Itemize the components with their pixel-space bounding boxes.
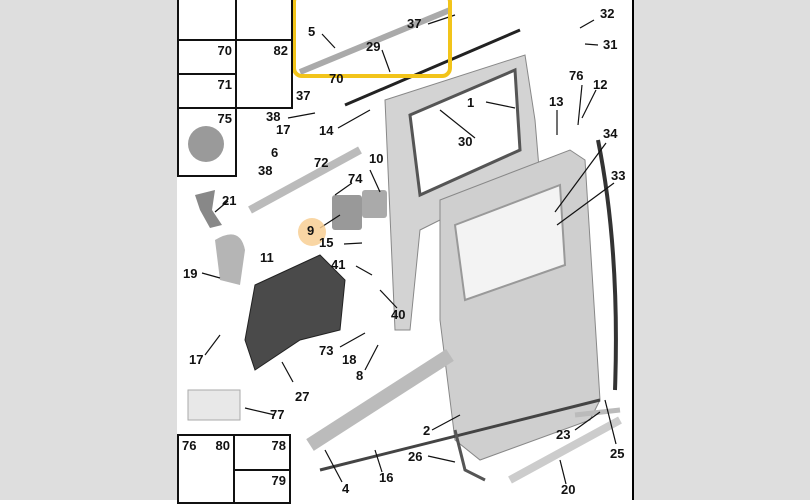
part-box-label: 78 bbox=[271, 438, 286, 453]
part-box-label: 70 bbox=[217, 43, 232, 58]
callout-74[interactable]: 74 bbox=[348, 171, 363, 186]
callout-70[interactable]: 70 bbox=[329, 71, 344, 86]
callout-37[interactable]: 37 bbox=[296, 88, 311, 103]
callout-18[interactable]: 18 bbox=[342, 352, 357, 367]
right-margin bbox=[632, 0, 810, 500]
callout-26[interactable]: 26 bbox=[408, 449, 423, 464]
callout-11[interactable]: 11 bbox=[260, 250, 274, 265]
part-box-82[interactable]: 82 bbox=[235, 39, 293, 109]
callout-6[interactable]: 6 bbox=[271, 145, 279, 160]
callout-72[interactable]: 72 bbox=[314, 155, 329, 170]
part-box-78[interactable]: 78 bbox=[233, 434, 291, 471]
callout-20[interactable]: 20 bbox=[561, 482, 576, 497]
part-box-label: 75 bbox=[217, 111, 232, 126]
callout-23[interactable]: 23 bbox=[556, 427, 571, 442]
rail-5[interactable] bbox=[298, 7, 452, 75]
callout-30[interactable]: 30 bbox=[458, 134, 473, 149]
panel-19[interactable] bbox=[215, 234, 245, 285]
callout-27[interactable]: 27 bbox=[295, 389, 310, 404]
callout-5[interactable]: 5 bbox=[308, 24, 316, 39]
callout-31[interactable]: 31 bbox=[603, 37, 618, 52]
callout-38[interactable]: 38 bbox=[266, 109, 281, 124]
seal-strip-29[interactable] bbox=[344, 28, 521, 107]
callout-13[interactable]: 13 bbox=[549, 94, 564, 109]
door-window-upper bbox=[408, 67, 522, 198]
callout-17[interactable]: 17 bbox=[189, 352, 204, 367]
part-21[interactable] bbox=[195, 190, 222, 228]
nut-75 bbox=[188, 126, 224, 162]
callout-29[interactable]: 29 bbox=[366, 39, 381, 54]
trim-panel-27[interactable] bbox=[244, 254, 346, 371]
callout-19[interactable]: 19 bbox=[183, 266, 198, 281]
part-box-70[interactable]: 70 bbox=[177, 39, 237, 75]
trim-20[interactable] bbox=[508, 416, 622, 484]
part-box-label: 71 bbox=[217, 77, 232, 92]
callout-34[interactable]: 34 bbox=[603, 126, 618, 141]
callout-1[interactable]: 1 bbox=[467, 95, 475, 110]
part-box-top-2[interactable] bbox=[235, 0, 293, 41]
callout-8[interactable]: 8 bbox=[356, 368, 364, 383]
callout-12[interactable]: 12 bbox=[593, 77, 608, 92]
callout-32[interactable]: 32 bbox=[600, 6, 615, 21]
callout-17[interactable]: 17 bbox=[276, 122, 291, 137]
cable-26[interactable] bbox=[453, 429, 486, 482]
callout-4[interactable]: 4 bbox=[342, 481, 350, 496]
callout-33[interactable]: 33 bbox=[611, 168, 626, 183]
part-box-label: 76 bbox=[182, 438, 197, 453]
left-margin bbox=[0, 0, 177, 500]
sill-4[interactable] bbox=[306, 349, 454, 451]
leader-lines bbox=[201, 14, 617, 485]
seal-strip-33[interactable] bbox=[596, 139, 618, 391]
callout-16[interactable]: 16 bbox=[379, 470, 394, 485]
part-box-76-80[interactable]: 76 80 bbox=[177, 434, 235, 504]
callout-40[interactable]: 40 bbox=[391, 307, 406, 322]
part-box-75[interactable]: 75 bbox=[177, 107, 237, 177]
callout-76[interactable]: 76 bbox=[569, 68, 584, 83]
highlight-frame bbox=[292, 0, 452, 78]
strip-16[interactable] bbox=[319, 398, 601, 472]
part-box-top-1[interactable] bbox=[177, 0, 237, 41]
door-window-lower bbox=[453, 183, 567, 302]
callout-37[interactable]: 37 bbox=[407, 16, 422, 31]
part-box-label: 80 bbox=[215, 438, 230, 453]
kit-77[interactable] bbox=[187, 389, 241, 421]
callout-10[interactable]: 10 bbox=[369, 151, 384, 166]
callout-15[interactable]: 15 bbox=[319, 235, 334, 250]
part-box-label: 79 bbox=[271, 473, 286, 488]
callout-77[interactable]: 77 bbox=[270, 407, 285, 422]
callout-41[interactable]: 41 bbox=[331, 257, 346, 272]
part-box-label: 82 bbox=[273, 43, 288, 58]
part-10[interactable] bbox=[362, 190, 387, 218]
callout-14[interactable]: 14 bbox=[319, 123, 334, 138]
part-9-latch[interactable] bbox=[332, 195, 362, 230]
callout-73[interactable]: 73 bbox=[319, 343, 334, 358]
callout-38[interactable]: 38 bbox=[258, 163, 273, 178]
callout-21[interactable]: 21 bbox=[222, 193, 237, 208]
callout-2[interactable]: 2 bbox=[423, 423, 431, 438]
trim-25[interactable] bbox=[574, 407, 621, 418]
selected-part-marker[interactable] bbox=[298, 218, 326, 246]
callout-9[interactable]: 9 bbox=[307, 223, 315, 238]
rail-6[interactable] bbox=[248, 146, 362, 214]
part-box-71[interactable]: 71 bbox=[177, 73, 237, 109]
part-box-79[interactable]: 79 bbox=[233, 469, 291, 504]
callout-25[interactable]: 25 bbox=[610, 446, 625, 461]
